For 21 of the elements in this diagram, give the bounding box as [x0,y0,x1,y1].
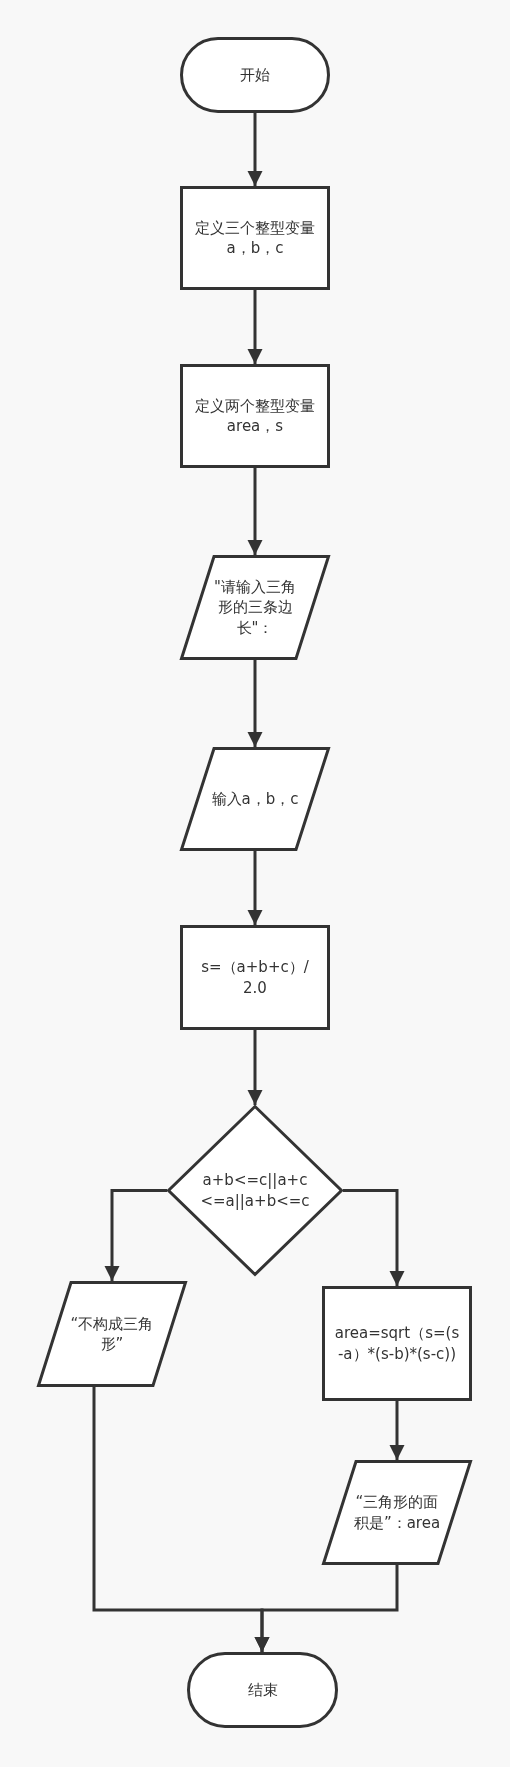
arrow [247,468,263,555]
arrow [247,851,263,925]
node-text: 定义两个整型变量area，s [195,395,315,437]
arrow [247,113,263,186]
arrow [389,1401,405,1460]
node-text: 定义三个整型变量a，b，c [195,217,315,259]
arrow [254,1565,399,1652]
node-text: “三角形的面积是”：area [352,1492,442,1533]
arrow [343,1189,405,1286]
node-text: 开始 [239,64,271,86]
node-text: 结束 [246,1679,279,1701]
node-text: “不构成三角形” [69,1313,155,1355]
arrow [247,660,263,747]
node-text: 输入a，b，c [210,788,300,810]
arrow [247,1030,263,1105]
node-text: a+b<=c||a+c<=a||a+b<=c [200,1170,310,1211]
node-text: area=sqrt（s=(s-a）*(s-b)*(s-c)) [334,1323,460,1364]
node-text: s=（a+b+c）/2.0 [200,957,310,998]
arrow [247,290,263,364]
node-text: "请输入三角形的三条边长"： [213,577,297,638]
arrow [104,1189,167,1281]
